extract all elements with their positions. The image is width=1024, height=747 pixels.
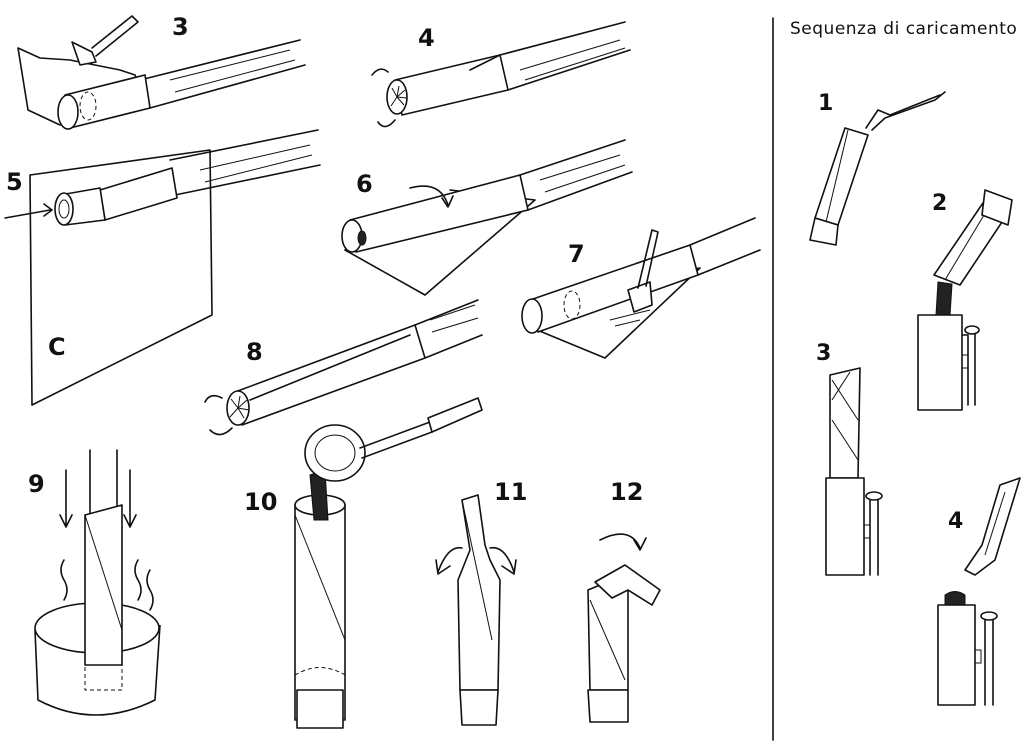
step-4-figure: 4	[371, 21, 631, 128]
loading-step-2-figure: 2	[917, 189, 1013, 411]
sheet-c-label: C	[48, 333, 66, 361]
step-11-figure: 11	[435, 478, 527, 726]
step-10-number: 10	[244, 488, 277, 516]
loading-step-1-number: 1	[818, 91, 833, 116]
step-12-number: 12	[610, 478, 643, 506]
step-9-number: 9	[28, 470, 45, 498]
step-6-figure: 6	[341, 139, 633, 296]
loading-step-3-figure: 3	[816, 341, 883, 576]
step-3-figure: 3	[17, 13, 306, 130]
step-11-number: 11	[494, 478, 527, 506]
step-7-number: 7	[568, 240, 585, 268]
loading-sequence-title: Sequenza di caricamento	[790, 19, 1017, 39]
step-9-figure: 9	[28, 449, 161, 716]
step-10-figure: 10	[244, 397, 483, 729]
step-12-figure: 12	[587, 478, 661, 723]
step-5-figure: 5 C	[4, 129, 321, 406]
loading-step-4-figure: 4	[937, 477, 1021, 706]
loading-step-4-number: 4	[948, 509, 963, 534]
loading-step-2-number: 2	[932, 191, 947, 216]
step-5-number: 5	[6, 168, 23, 196]
step-4-number: 4	[418, 24, 435, 52]
step-7-figure: 7	[521, 217, 761, 359]
step-8-figure: 8	[204, 299, 483, 436]
loading-step-3-number: 3	[816, 341, 831, 366]
step-6-number: 6	[356, 170, 373, 198]
step-3-number: 3	[172, 13, 189, 41]
loading-step-1-figure: 1	[809, 91, 946, 246]
step-8-number: 8	[246, 338, 263, 366]
